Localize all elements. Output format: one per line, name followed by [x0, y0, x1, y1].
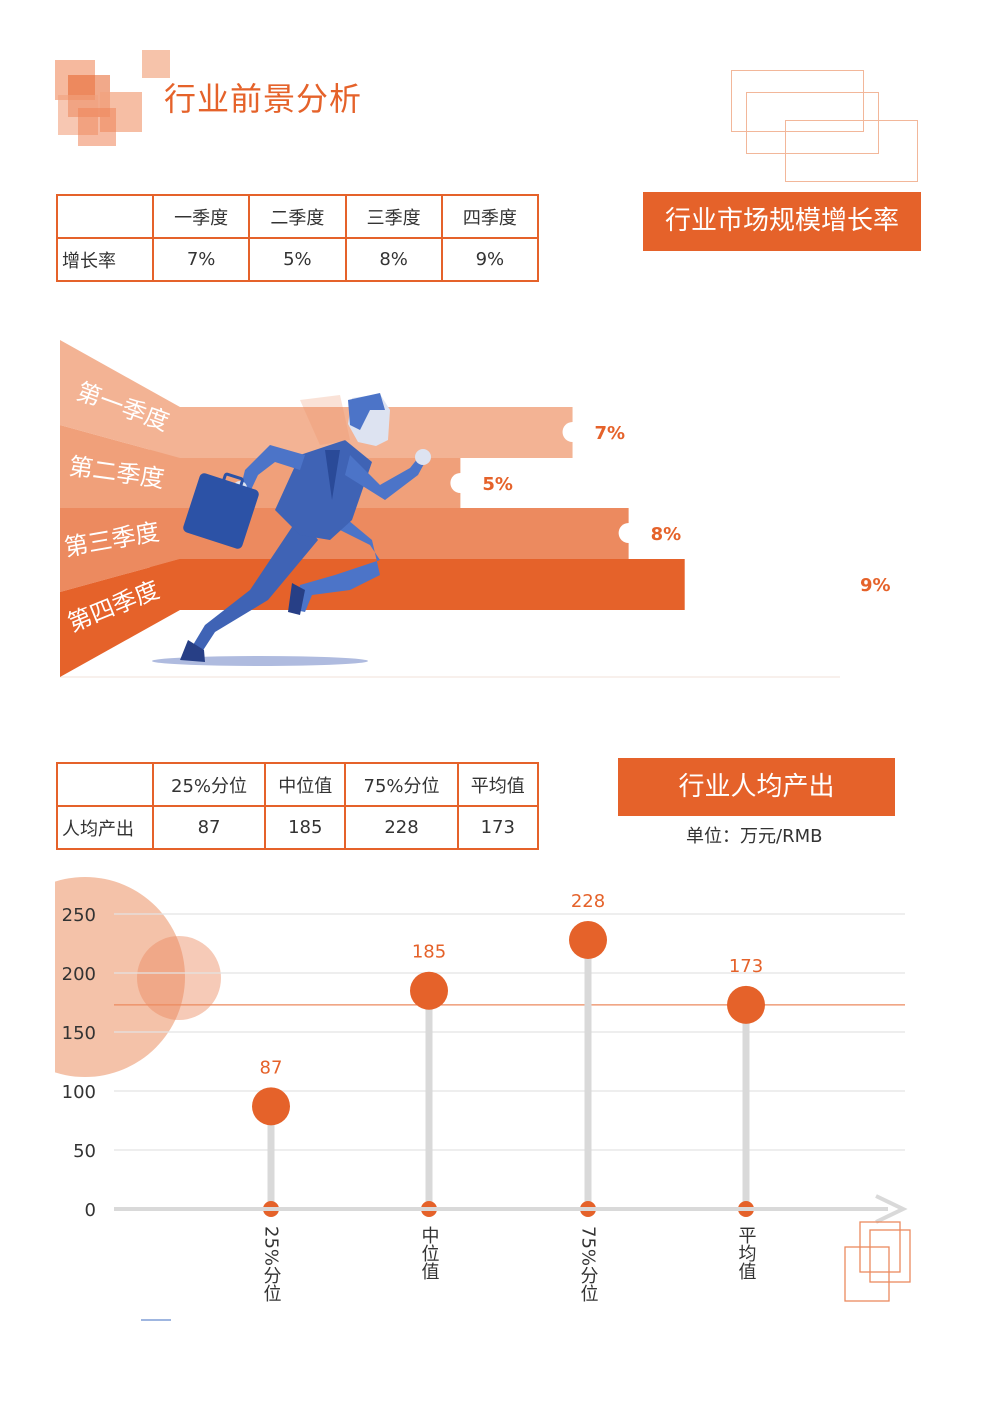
decorative-squares-top-left	[0, 0, 180, 160]
table-cell: 228	[344, 805, 459, 850]
lollipop-head	[252, 1087, 290, 1126]
bar-value-label: 5%	[482, 474, 513, 495]
column-header: 四季度	[440, 194, 540, 239]
decorative-circles	[55, 877, 221, 1077]
bar-value-label: 7%	[595, 423, 626, 444]
x-tick-label: 平均值	[736, 1226, 757, 1280]
bar-notch	[618, 523, 639, 543]
bar-notch	[562, 422, 583, 442]
data-value-label: 173	[729, 956, 763, 977]
funnel-wedge	[60, 425, 180, 508]
data-value-label: 228	[571, 891, 605, 912]
table-row: 增长率 7% 5% 8% 9%	[56, 237, 540, 282]
column-header: 一季度	[151, 194, 251, 239]
footer-mark	[141, 1319, 171, 1321]
column-header: 25%分位	[151, 762, 267, 807]
y-tick-label: 200	[62, 964, 96, 985]
output-banner: 行业人均产出	[618, 758, 895, 816]
table-cell: 5%	[248, 237, 347, 282]
lollipop-head	[727, 985, 765, 1024]
table-cell: 8%	[344, 237, 443, 282]
data-value-label: 87	[260, 1057, 283, 1078]
bar-notch	[450, 473, 471, 493]
unit-label: 单位：万元/RMB	[686, 826, 823, 847]
y-tick-label: 50	[73, 1141, 96, 1162]
funnel-wedge	[60, 340, 180, 458]
lollipop-head	[569, 920, 607, 959]
row-label: 人均产出	[56, 805, 154, 850]
column-header: 三季度	[344, 194, 443, 239]
column-header: 75%分位	[344, 762, 459, 807]
bar-value-label: 9%	[860, 575, 891, 596]
row-label: 增长率	[56, 237, 154, 282]
page-title: 行业前景分析	[164, 80, 363, 118]
runner-illustration	[152, 393, 431, 666]
x-axis	[114, 1194, 908, 1224]
table-corner-cell	[56, 762, 154, 807]
y-tick-label: 250	[62, 905, 96, 926]
column-header: 二季度	[248, 194, 347, 239]
y-tick-label: 150	[62, 1023, 96, 1044]
table-cell: 7%	[151, 237, 251, 282]
decorative-frames-bottom-right	[844, 1221, 911, 1302]
table-cell: 173	[456, 805, 540, 850]
table-header-row: 一季度 二季度 三季度 四季度	[56, 194, 540, 239]
y-tick-label: 100	[62, 1082, 96, 1103]
funnel-wedge	[60, 508, 180, 592]
x-tick-label: 75%分位	[578, 1226, 599, 1302]
table-header-row: 25%分位 中位值 75%分位 平均值	[56, 762, 540, 807]
x-tick-label: 中位值	[419, 1226, 440, 1280]
bar-value-label: 8%	[651, 524, 682, 545]
output-table: 25%分位 中位值 75%分位 平均值 人均产出 87 185 228 173	[56, 762, 540, 850]
data-value-label: 185	[412, 942, 446, 963]
lollipop-head	[410, 971, 448, 1010]
table-row: 人均产出 87 185 228 173	[56, 805, 540, 850]
growth-rate-table: 一季度 二季度 三季度 四季度 增长率 7% 5% 8% 9%	[56, 194, 540, 282]
table-cell: 9%	[440, 237, 540, 282]
table-cell: 185	[264, 805, 347, 850]
column-header: 中位值	[264, 762, 347, 807]
growth-banner: 行业市场规模增长率	[643, 192, 921, 251]
table-corner-cell	[56, 194, 154, 239]
table-cell: 87	[151, 805, 267, 850]
funnel-wedge	[60, 559, 180, 677]
x-tick-label: 25%分位	[261, 1226, 282, 1302]
column-header: 平均值	[456, 762, 540, 807]
y-tick-label: 0	[85, 1200, 96, 1221]
